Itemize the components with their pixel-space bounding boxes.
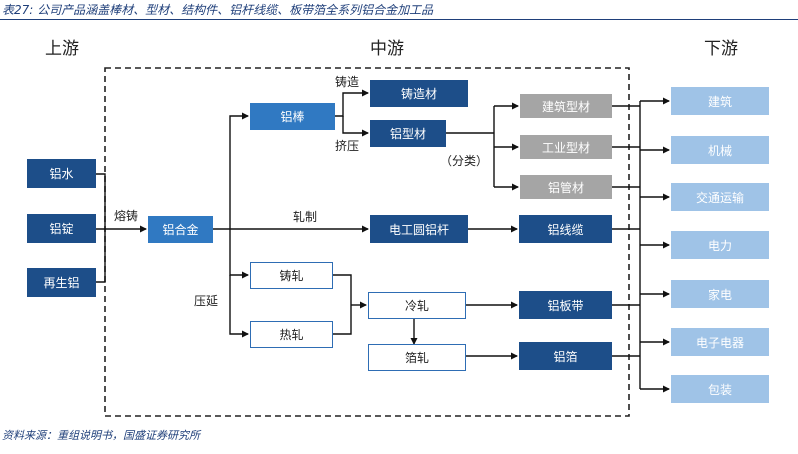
downstream-transportation: 交通运输 — [671, 183, 769, 211]
label-rolling: 轧制 — [293, 210, 318, 224]
downstream-header: 下游 — [704, 39, 738, 59]
upstream-molten-aluminum: 铝水 — [27, 159, 96, 188]
downstream-appliances: 家电 — [671, 280, 769, 308]
downstream-construction: 建筑 — [671, 87, 769, 115]
profile-type-tube: 铝管材 — [520, 175, 612, 199]
cast-roll-box: 铸轧 — [250, 262, 333, 289]
profile-type-industrial: 工业型材 — [520, 135, 612, 159]
strip-box: 铝板带 — [519, 291, 612, 319]
midstream-header: 中游 — [370, 39, 404, 59]
profile-box: 铝型材 — [370, 120, 446, 147]
downstream-power: 电力 — [671, 231, 769, 259]
source-note: 资料来源：重组说明书，国盛证券研究所 — [2, 429, 200, 442]
figure-caption: 表27: 公司产品涵盖棒材、型材、结构件、铝杆线缆、板带箔全系列铝合金加工品 — [0, 0, 798, 20]
foil-box: 铝箔 — [519, 342, 612, 370]
label-pressing: 压延 — [194, 294, 219, 308]
hot-roll-box: 热轧 — [250, 321, 333, 348]
downstream-electronics: 电子电器 — [671, 328, 769, 356]
downstream-packaging: 包装 — [671, 375, 769, 403]
alloy-box: 铝合金 — [148, 216, 213, 243]
foil-roll-box: 箔轧 — [368, 344, 466, 371]
label-casting2: 铸造 — [335, 75, 360, 89]
caption-text: 表27: 公司产品涵盖棒材、型材、结构件、铝杆线缆、板带箔全系列铝合金加工品 — [2, 3, 434, 17]
cable-box: 铝线缆 — [519, 215, 612, 243]
upstream-header: 上游 — [45, 39, 79, 59]
cast-material-box: 铸造材 — [370, 80, 468, 107]
rod-box: 铝棒 — [250, 103, 335, 130]
profile-type-building: 建筑型材 — [520, 94, 612, 118]
wire-rod-box: 电工圆铝杆 — [370, 215, 468, 243]
upstream-aluminum-ingot: 铝锭 — [27, 214, 96, 243]
downstream-machinery: 机械 — [671, 136, 769, 164]
cold-roll-box: 冷轧 — [368, 292, 466, 319]
upstream-recycled-aluminum: 再生铝 — [27, 268, 96, 297]
label-extrusion: 挤压 — [335, 139, 360, 153]
label-classify: （分类） — [440, 154, 489, 168]
label-casting: 熔铸 — [114, 209, 139, 223]
